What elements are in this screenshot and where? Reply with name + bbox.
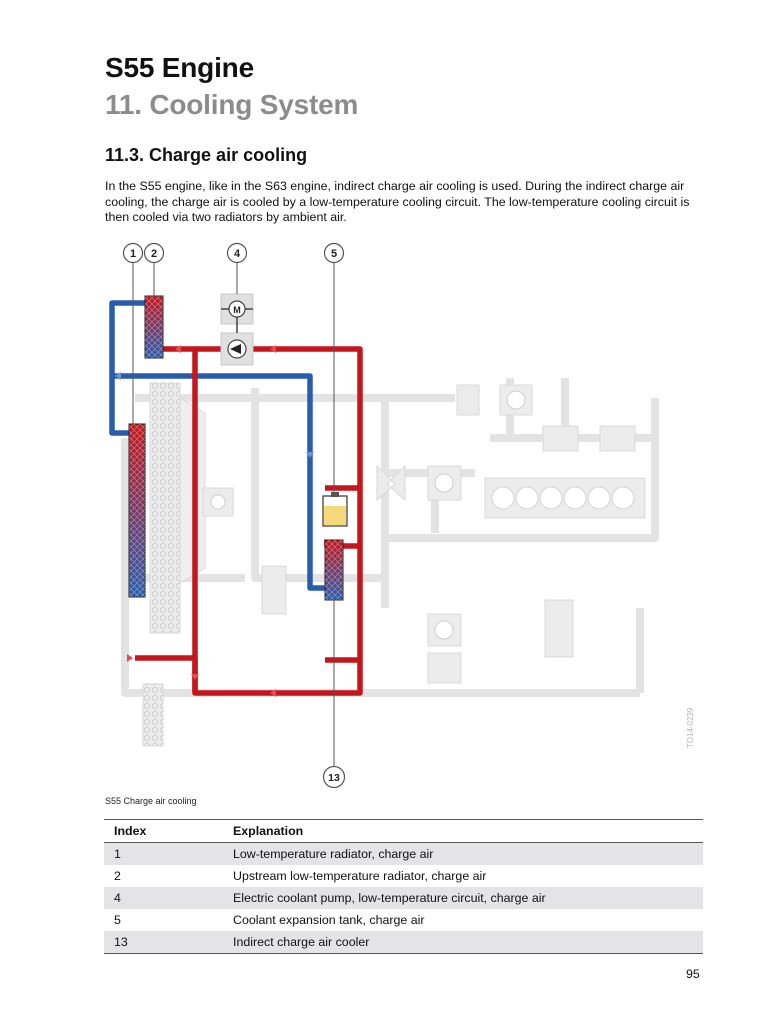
motor-symbol: M bbox=[233, 305, 241, 315]
callout-4: 4 bbox=[226, 242, 248, 264]
table-header-row: Index Explanation bbox=[104, 819, 703, 843]
page-number: 95 bbox=[686, 967, 700, 981]
callout-13: 13 bbox=[322, 765, 346, 789]
svg-text:13: 13 bbox=[328, 772, 340, 784]
callout-5: 5 bbox=[323, 242, 345, 264]
svg-text:4: 4 bbox=[234, 248, 241, 260]
page-title: S55 Engine bbox=[105, 52, 254, 83]
expansion-tank-5 bbox=[322, 492, 348, 527]
table-row: 1 Low-temperature radiator, charge air bbox=[104, 842, 703, 865]
row-explanation: Indirect charge air cooler bbox=[223, 931, 703, 954]
table-row: 5 Coolant expansion tank, charge air bbox=[104, 909, 703, 931]
leader-lines bbox=[132, 263, 335, 766]
row-index: 4 bbox=[114, 891, 121, 905]
intro-paragraph: In the S55 engine, like in the S63 engin… bbox=[105, 179, 690, 224]
row-index: 13 bbox=[104, 931, 223, 954]
electric-coolant-pump-4: M bbox=[220, 293, 254, 366]
svg-text:1: 1 bbox=[130, 248, 136, 260]
cooling-circuit-diagram: M 1 2 4 5 13 TO14-0239 bbox=[109, 242, 695, 789]
table-row: 13 Indirect charge air cooler bbox=[104, 931, 703, 954]
hot-circuit-lines bbox=[135, 346, 363, 696]
row-index: 5 bbox=[114, 913, 121, 927]
callout-1: 1 bbox=[122, 242, 144, 264]
svg-text:5: 5 bbox=[331, 248, 337, 260]
row-explanation: Coolant expansion tank, charge air bbox=[233, 913, 425, 927]
row-explanation: Upstream low-temperature radiator, charg… bbox=[233, 869, 487, 883]
index-table: Index Explanation 1 Low-temperature radi… bbox=[104, 819, 703, 954]
figure-caption: S55 Charge air cooling bbox=[105, 796, 197, 806]
section-title: 11.3. Charge air cooling bbox=[105, 145, 308, 165]
row-index: 2 bbox=[114, 869, 121, 883]
chapter-title: 11. Cooling System bbox=[105, 89, 359, 120]
row-explanation: Low-temperature radiator, charge air bbox=[233, 847, 434, 861]
inactive-components bbox=[142, 382, 646, 747]
row-explanation: Electric coolant pump, low-temperature c… bbox=[233, 891, 546, 905]
figure-ref-code: TO14-0239 bbox=[686, 707, 695, 748]
cool-circuit-lines bbox=[109, 300, 325, 591]
callout-2: 2 bbox=[143, 242, 165, 264]
svg-text:2: 2 bbox=[151, 248, 157, 260]
row-index: 1 bbox=[114, 847, 121, 861]
table-row: 4 Electric coolant pump, low-temperature… bbox=[104, 887, 703, 909]
column-header-explanation: Explanation bbox=[223, 819, 703, 843]
column-header-index: Index bbox=[104, 819, 223, 843]
table-row: 2 Upstream low-temperature radiator, cha… bbox=[104, 865, 703, 887]
